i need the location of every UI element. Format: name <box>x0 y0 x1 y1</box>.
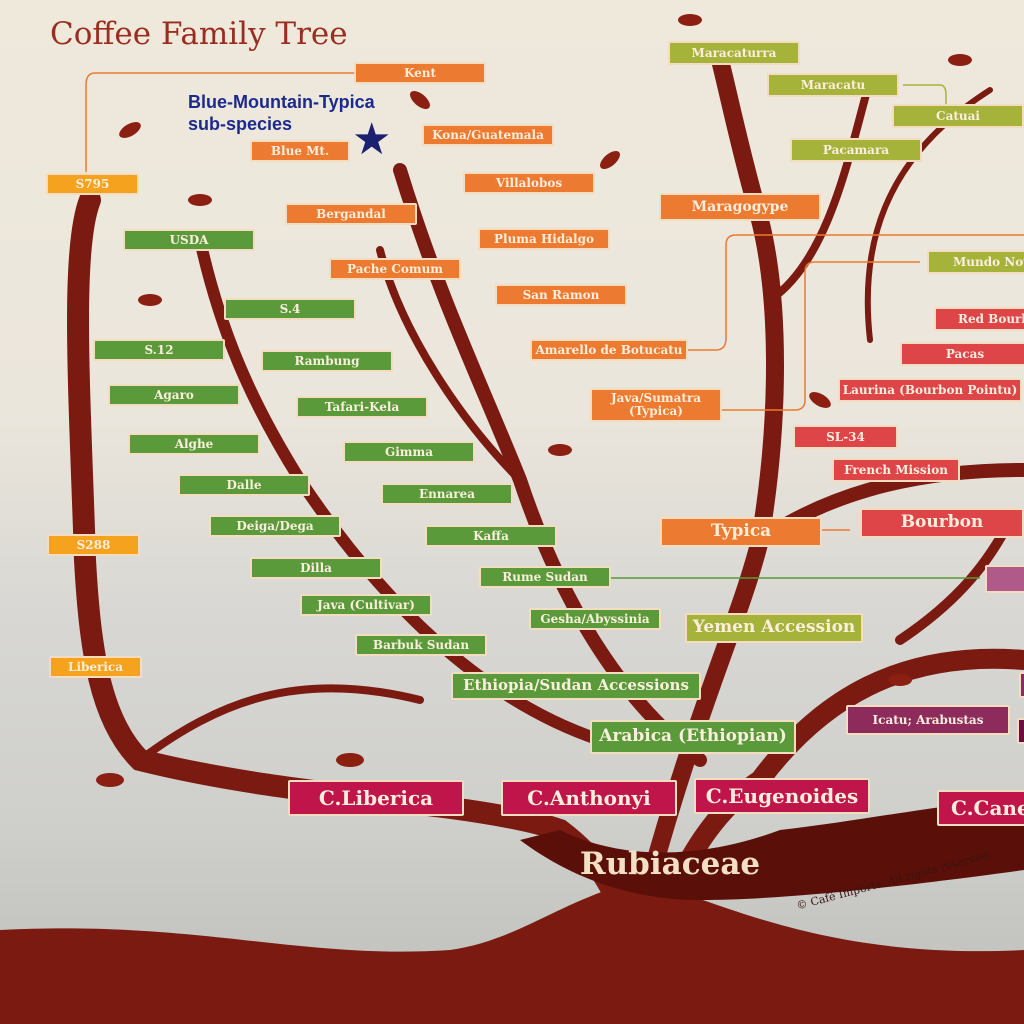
annotation-line-1: Blue-Mountain-Typica <box>188 92 375 112</box>
node-red-bourbon: Red Bourbon <box>934 307 1024 331</box>
node-s288: S288 <box>47 534 140 556</box>
node-maracatu: Maracatu <box>767 73 899 97</box>
node-kent: Kent <box>354 62 486 84</box>
annotation-line-2: sub-species <box>188 114 293 134</box>
node-blue-mt: Blue Mt. <box>250 140 350 162</box>
star-icon: ★ <box>352 114 392 165</box>
page-title: Coffee Family Tree <box>50 16 348 52</box>
node-maracaturra: Maracaturra <box>668 41 800 65</box>
node-dilla: Dilla <box>250 557 382 579</box>
node-amarello: Amarello de Botucatu <box>530 339 688 361</box>
node-rambung: Rambung <box>261 350 393 372</box>
node-ennarea: Ennarea <box>381 483 513 505</box>
node-french-mission: French Mission <box>832 458 960 482</box>
node-rume-sudan: Rume Sudan <box>479 566 611 588</box>
node-arabica-ethiopian: Arabica (Ethiopian) <box>590 720 796 754</box>
node-java-sumatra: Java/Sumatra (Typica) <box>590 388 722 422</box>
species-c-anthonyi: C.Anthonyi <box>501 780 677 816</box>
node-offscreen-1 <box>1019 672 1024 698</box>
node-gimma: Gimma <box>343 441 475 463</box>
species-c-eugenoides: C.Eugenoides <box>694 778 870 814</box>
node-pluma-hidalgo: Pluma Hidalgo <box>478 228 610 250</box>
node-offscreen-2 <box>1017 718 1024 744</box>
node-pacas: Pacas <box>900 342 1024 366</box>
node-pacamara: Pacamara <box>790 138 922 162</box>
node-liberica: Liberica <box>49 656 142 678</box>
species-c-liberica: C.Liberica <box>288 780 464 816</box>
node-tafari-kela: Tafari-Kela <box>296 396 428 418</box>
species-c-canephora: C.Cane <box>937 790 1024 826</box>
node-sl34: SL-34 <box>793 425 898 449</box>
node-alghe: Alghe <box>128 433 260 455</box>
node-bourbon: Bourbon <box>860 508 1024 538</box>
node-villalobos: Villalobos <box>463 172 595 194</box>
node-gesha: Gesha/Abyssinia <box>529 608 661 630</box>
node-usda: USDA <box>123 229 255 251</box>
node-unlabeled-purple <box>985 565 1024 593</box>
root-family-label: Rubiaceae <box>579 846 761 882</box>
node-yemen-accession: Yemen Accession <box>685 613 863 643</box>
node-typica: Typica <box>660 517 822 547</box>
node-laurina: Laurina (Bourbon Pointu) <box>838 378 1022 402</box>
node-barbuk-sudan: Barbuk Sudan <box>355 634 487 656</box>
node-ethiopia-sudan-accessions: Ethiopia/Sudan Accessions <box>451 672 701 700</box>
node-mundo-novo: Mundo Novo <box>927 250 1024 274</box>
node-deiga-dega: Deiga/Dega <box>209 515 341 537</box>
node-maragogype: Maragogype <box>659 193 821 221</box>
node-dalle: Dalle <box>178 474 310 496</box>
node-s12: S.12 <box>93 339 225 361</box>
node-s4: S.4 <box>224 298 356 320</box>
node-pache-comum: Pache Comum <box>329 258 461 280</box>
node-bergandal: Bergandal <box>285 203 417 225</box>
node-catuai: Catuai <box>892 104 1024 128</box>
node-kaffa: Kaffa <box>425 525 557 547</box>
node-icatu-arabustas: Icatu; Arabustas <box>846 705 1010 735</box>
node-agaro: Agaro <box>108 384 240 406</box>
node-san-ramon: San Ramon <box>495 284 627 306</box>
node-java-cultivar: Java (Cultivar) <box>300 594 432 616</box>
node-s795: S795 <box>46 173 139 195</box>
node-kona: Kona/Guatemala <box>422 124 554 146</box>
